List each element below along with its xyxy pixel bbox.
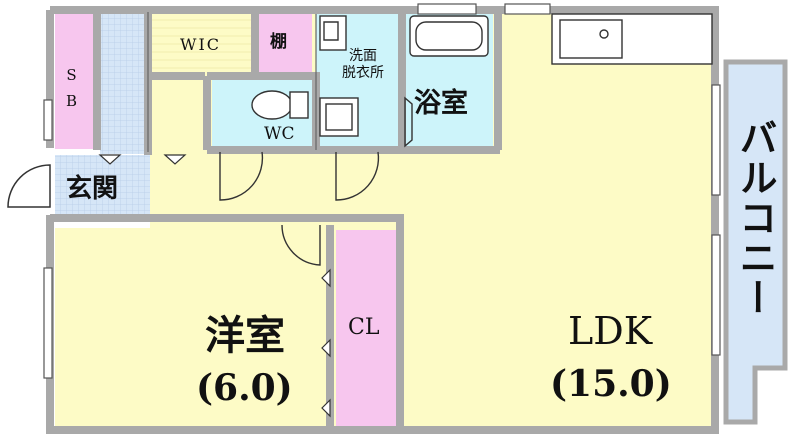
closet-floor bbox=[336, 230, 402, 433]
bathtub bbox=[409, 15, 489, 57]
western-room-name: 洋室 bbox=[205, 312, 285, 359]
windows bbox=[43, 3, 721, 379]
entrance-tile bbox=[55, 155, 150, 217]
wic-floor bbox=[152, 14, 256, 72]
wic-label: WIC bbox=[180, 35, 222, 54]
shelf-closet bbox=[256, 14, 312, 72]
kitchen-counter bbox=[551, 13, 713, 65]
washing-machine bbox=[319, 97, 359, 137]
entrance-label: 玄関 bbox=[66, 174, 119, 204]
entrance-door bbox=[7, 164, 51, 208]
toilet bbox=[251, 90, 309, 120]
closet-doors bbox=[98, 154, 331, 418]
hall-tile bbox=[100, 14, 148, 154]
washroom-label-line1: 洗面 bbox=[349, 48, 377, 64]
sb-label-line1: S bbox=[66, 66, 77, 84]
sb-label: S B bbox=[66, 62, 77, 114]
interior-doors bbox=[219, 96, 413, 266]
wash-basin bbox=[319, 15, 347, 51]
sb-closet bbox=[55, 14, 95, 149]
washroom-label: 洗面 脱衣所 bbox=[342, 48, 384, 82]
balcony-label: バルコニー bbox=[733, 118, 778, 318]
western-room-size: (6.0) bbox=[196, 367, 293, 409]
ldk-size: (15.0) bbox=[550, 363, 672, 405]
sb-label-line2: B bbox=[66, 92, 78, 110]
wc-label: WC bbox=[264, 124, 295, 144]
bathroom-label: 浴室 bbox=[414, 88, 468, 119]
washroom-label-line2: 脱衣所 bbox=[342, 65, 384, 81]
western-room-floor bbox=[55, 228, 330, 433]
closet-label: CL bbox=[348, 315, 380, 340]
ldk-name: LDK bbox=[568, 309, 653, 353]
balcony bbox=[723, 59, 788, 425]
shelf-label: 棚 bbox=[270, 32, 287, 52]
